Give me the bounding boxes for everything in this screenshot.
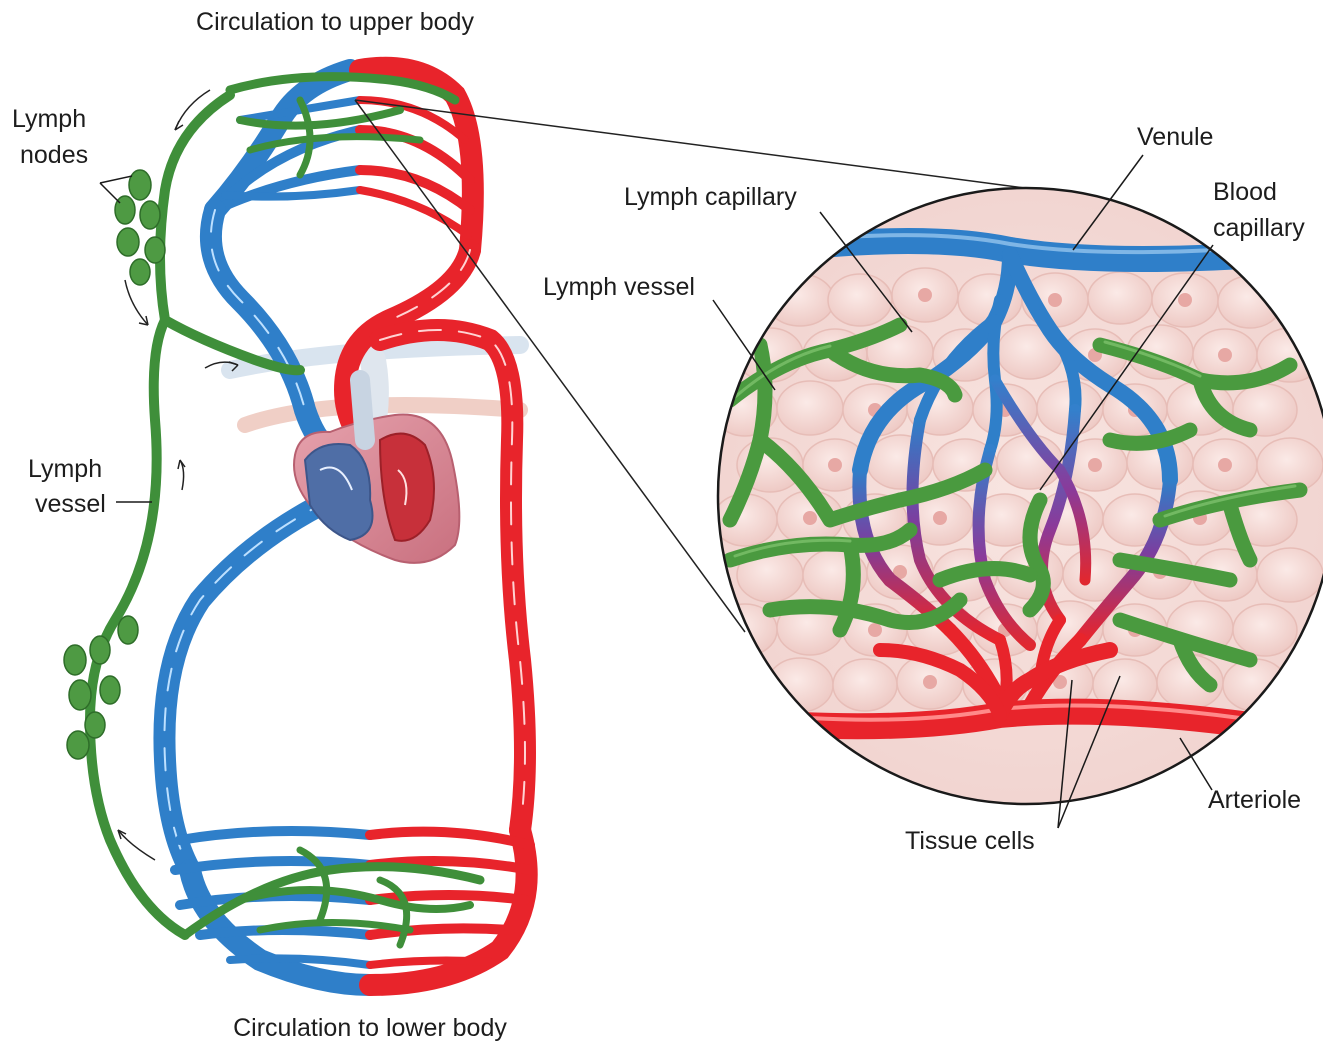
label-blood-capillary-line2: capillary (1213, 211, 1305, 245)
label-lymph-nodes-line2: nodes (20, 138, 88, 172)
label-lymph-vessel-left-line1: Lymph (28, 452, 102, 486)
label-lymph-nodes-line1: Lymph (12, 102, 86, 136)
systemic-veins (164, 210, 330, 870)
lymph-nodes-lower (64, 616, 138, 759)
label-lymph-capillary: Lymph capillary (624, 180, 797, 214)
label-venule: Venule (1137, 120, 1213, 154)
label-arteriole: Arteriole (1208, 783, 1301, 817)
label-lymph-vessel-left-line2: vessel (35, 487, 106, 521)
label-tissue-cells: Tissue cells (905, 824, 1035, 858)
label-blood-capillary-line1: Blood (1213, 175, 1277, 209)
label-lymph-vessel-right: Lymph vessel (543, 270, 695, 304)
lower-capillary-bed (175, 830, 530, 985)
magnified-tissue-view (713, 188, 1323, 804)
label-circulation-upper-body: Circulation to upper body (150, 5, 520, 39)
label-circulation-lower-body: Circulation to lower body (185, 1011, 555, 1045)
upper-capillary-bed (215, 68, 473, 250)
